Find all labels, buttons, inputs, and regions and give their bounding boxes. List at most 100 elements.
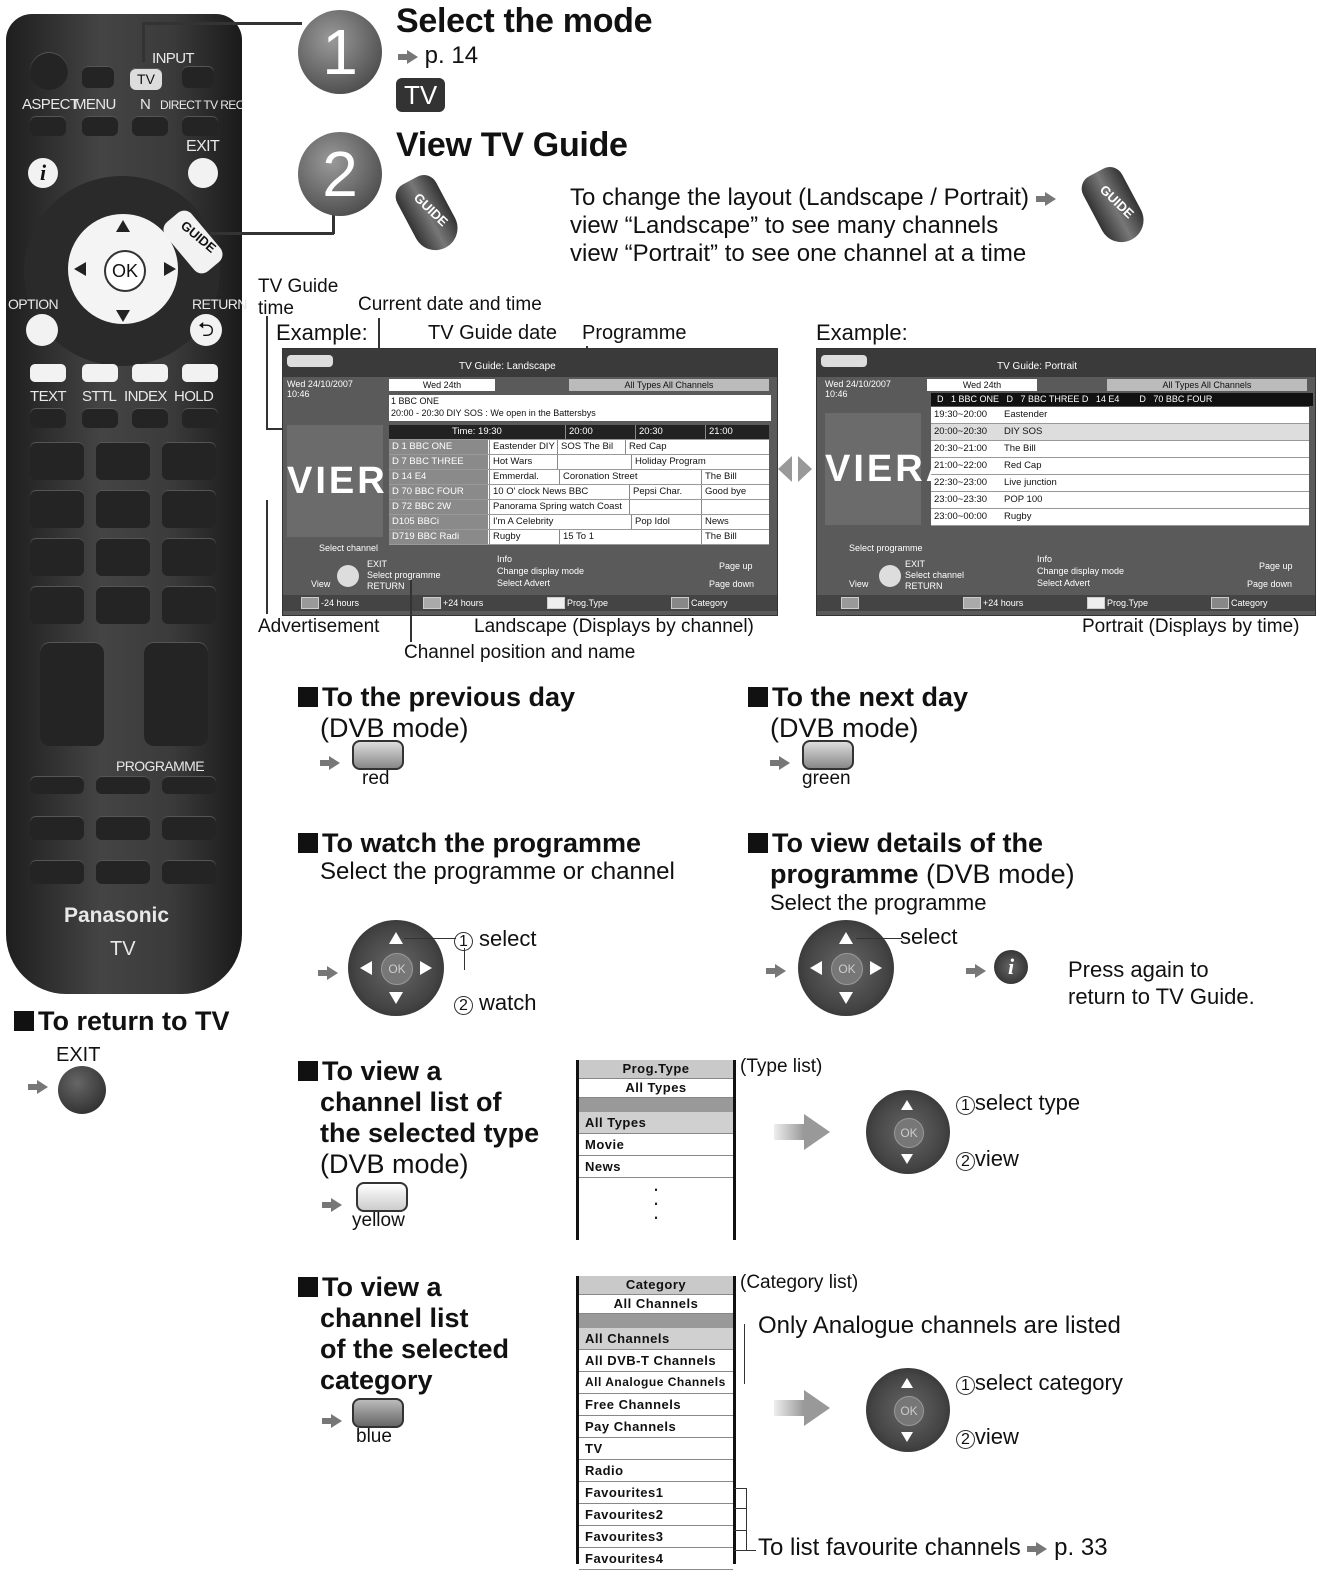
list-item[interactable]: Movie bbox=[579, 1134, 733, 1156]
number-key-5[interactable] bbox=[96, 490, 150, 528]
programme-cell[interactable]: SOS The Bil bbox=[557, 440, 613, 454]
number-key-3[interactable] bbox=[162, 442, 216, 480]
remote-key[interactable] bbox=[96, 816, 150, 840]
index-button[interactable] bbox=[132, 364, 168, 382]
advertisement-banner[interactable]: VIERA bbox=[825, 413, 953, 525]
info-icon[interactable]: i bbox=[28, 158, 58, 188]
yellow-button[interactable] bbox=[356, 1182, 408, 1212]
number-key-4[interactable] bbox=[30, 490, 84, 528]
programme-cell[interactable]: Hot Wars bbox=[489, 455, 532, 469]
programme-cell[interactable]: Red Cap bbox=[625, 440, 667, 454]
list-item[interactable]: All Analogue Channels bbox=[579, 1372, 733, 1394]
channel-header-row[interactable]: D 1 BBC ONE D 7 BBC THREE D 14 E4 D 70 B… bbox=[931, 393, 1313, 406]
programme-cell[interactable]: I'm A Celebrity bbox=[489, 515, 553, 529]
text-button[interactable] bbox=[30, 364, 66, 382]
remote-key[interactable] bbox=[162, 776, 216, 794]
remote-key[interactable] bbox=[30, 860, 84, 884]
date-tab[interactable]: Wed 24th bbox=[389, 379, 495, 391]
programme-cell[interactable] bbox=[557, 455, 561, 469]
number-key-1[interactable] bbox=[30, 442, 84, 480]
programme-cell[interactable]: 15 To 1 bbox=[559, 530, 594, 544]
green-button[interactable] bbox=[802, 740, 854, 770]
volume-rocker[interactable] bbox=[40, 642, 104, 746]
programme-cell[interactable]: Emmerdal. bbox=[489, 470, 539, 484]
right-arrow-icon[interactable] bbox=[164, 262, 176, 276]
remote-key[interactable] bbox=[82, 408, 118, 428]
programme-cell[interactable]: Eastender DIY bbox=[489, 440, 555, 454]
down-arrow-icon[interactable] bbox=[116, 310, 130, 322]
left-arrow-icon[interactable] bbox=[74, 262, 86, 276]
type-tab[interactable]: All Types All Channels bbox=[1107, 379, 1307, 391]
programme-cell[interactable]: The Bill bbox=[701, 470, 737, 484]
type-tab[interactable]: All Types All Channels bbox=[569, 379, 769, 391]
programme-cell[interactable]: Rugby bbox=[489, 530, 520, 544]
list-item[interactable]: All DVB-T Channels bbox=[579, 1350, 733, 1372]
remote-key[interactable] bbox=[162, 816, 216, 840]
programme-cell[interactable]: Coronation Street bbox=[559, 470, 637, 484]
number-key-6[interactable] bbox=[162, 490, 216, 528]
number-key-8[interactable] bbox=[96, 538, 150, 576]
remote-key[interactable] bbox=[30, 816, 84, 840]
programme-cell[interactable] bbox=[629, 500, 633, 514]
channel-rocker[interactable] bbox=[144, 642, 208, 746]
remote-key[interactable] bbox=[182, 408, 218, 428]
number-key-2[interactable] bbox=[96, 442, 150, 480]
list-item[interactable]: TV bbox=[579, 1438, 733, 1460]
remote-key[interactable] bbox=[96, 776, 150, 794]
programme-cell[interactable]: Panorama Spring watch Coast bbox=[489, 500, 622, 514]
programme-cell[interactable]: Pop Idol bbox=[631, 515, 670, 529]
direct-tv-rec-button[interactable] bbox=[182, 116, 218, 136]
n-button[interactable] bbox=[132, 116, 168, 136]
up-arrow-icon[interactable] bbox=[116, 220, 130, 232]
remote-key[interactable] bbox=[30, 776, 84, 794]
programme-cell[interactable]: Good bye bbox=[701, 485, 746, 499]
list-item[interactable]: Pay Channels bbox=[579, 1416, 733, 1438]
list-item[interactable]: All Channels bbox=[579, 1328, 733, 1350]
aspect-button[interactable] bbox=[30, 116, 66, 136]
list-item[interactable]: Favourites2 bbox=[579, 1504, 733, 1526]
list-item[interactable]: All Types bbox=[579, 1112, 733, 1134]
blue-button[interactable] bbox=[352, 1398, 404, 1428]
date-tab[interactable]: Wed 24th bbox=[927, 379, 1037, 391]
remote-key[interactable] bbox=[162, 860, 216, 884]
tv-button[interactable]: TV bbox=[130, 68, 162, 90]
sttl-button[interactable] bbox=[82, 364, 118, 382]
remote-key[interactable] bbox=[132, 408, 168, 428]
advertisement-banner[interactable]: VIERA bbox=[287, 425, 415, 537]
return-arrow-icon[interactable]: ⮌ bbox=[190, 314, 222, 346]
list-item[interactable]: Radio bbox=[579, 1460, 733, 1482]
option-button[interactable] bbox=[26, 314, 58, 346]
menu-button[interactable] bbox=[82, 116, 118, 136]
remote-key[interactable] bbox=[82, 66, 114, 88]
programme-cell[interactable]: Pepsi Char. bbox=[629, 485, 682, 499]
programme-cell[interactable]: News bbox=[701, 515, 729, 529]
remote-key[interactable] bbox=[182, 66, 214, 88]
hold-button[interactable] bbox=[182, 364, 218, 382]
red-button[interactable] bbox=[352, 740, 404, 770]
number-key[interactable] bbox=[30, 586, 84, 624]
programme-cell[interactable] bbox=[701, 500, 705, 514]
list-item[interactable]: Free Channels bbox=[579, 1394, 733, 1416]
programme-cell[interactable]: Holiday Program bbox=[631, 455, 706, 469]
programme-cell[interactable]: 10 O' clock News BBC bbox=[489, 485, 588, 499]
ok-button[interactable]: OK bbox=[104, 250, 146, 292]
remote-key[interactable] bbox=[96, 860, 150, 884]
exit-button[interactable] bbox=[188, 158, 218, 188]
list-item[interactable]: Favourites3 bbox=[579, 1526, 733, 1548]
number-key-7[interactable] bbox=[30, 538, 84, 576]
list-item[interactable]: Favourites1 bbox=[579, 1482, 733, 1504]
number-key[interactable] bbox=[162, 586, 216, 624]
